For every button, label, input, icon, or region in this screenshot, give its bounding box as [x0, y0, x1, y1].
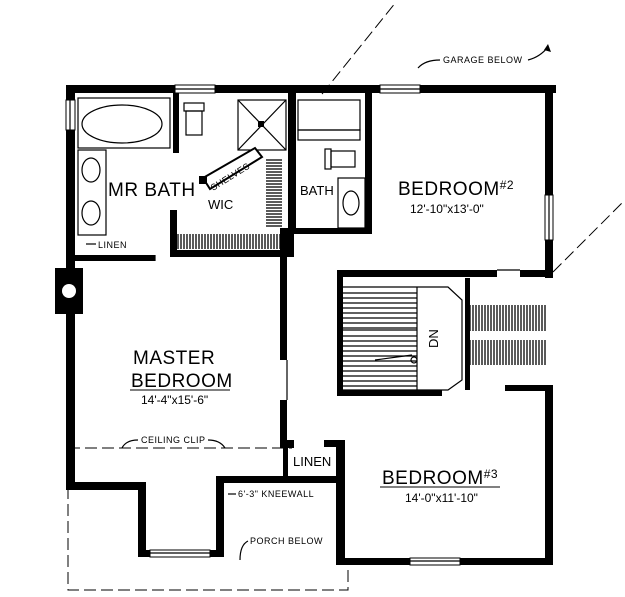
- bedroom2-dimensions: 12'-10"x13'-0": [410, 202, 484, 216]
- interior-walls: [75, 93, 553, 483]
- porch-below-note: PORCH BELOW: [250, 536, 323, 546]
- master-bedroom-dimensions: 14'-4"x15'-6": [141, 393, 208, 407]
- master-bedroom-label-2: BEDROOM: [131, 371, 233, 392]
- bath-fixtures: [297, 99, 366, 229]
- bedroom3-label: BEDROOM#3: [382, 467, 498, 489]
- shelves-board: [199, 146, 264, 191]
- room-labels: MR BATH WIC SHELVES BATH BEDROOM#2 12'-1…: [108, 161, 514, 505]
- linen-note: LINEN: [98, 240, 127, 250]
- stair-dn-label: DN: [426, 329, 441, 348]
- bedroom3-dimensions: 14'-0"x11'-10": [405, 491, 478, 505]
- closet-hatching: [177, 159, 546, 365]
- stair: [343, 286, 463, 391]
- door-swings: [154, 255, 520, 400]
- ceiling-clip-note: CEILING CLIP: [141, 435, 206, 445]
- mr-bath-label: MR BATH: [108, 180, 196, 201]
- linen-closet-label: LINEN: [293, 454, 331, 469]
- master-bedroom-label-1: MASTER: [133, 348, 215, 369]
- garage-outline: [321, 1, 625, 273]
- mr-bath-fixtures: [77, 97, 287, 236]
- bath-label: BATH: [300, 183, 334, 198]
- bedroom2-label: BEDROOM#2: [398, 178, 514, 200]
- garage-below-note: GARAGE BELOW: [443, 55, 523, 65]
- windows: [65, 84, 554, 566]
- porch-outline: [67, 447, 349, 591]
- kneewall-note: 6'-3" KNEEWALL: [238, 489, 314, 499]
- wic-label: WIC: [208, 197, 233, 212]
- annotations: GARAGE BELOW LINEN CEILING CLIP 6'-3" KN…: [86, 44, 551, 561]
